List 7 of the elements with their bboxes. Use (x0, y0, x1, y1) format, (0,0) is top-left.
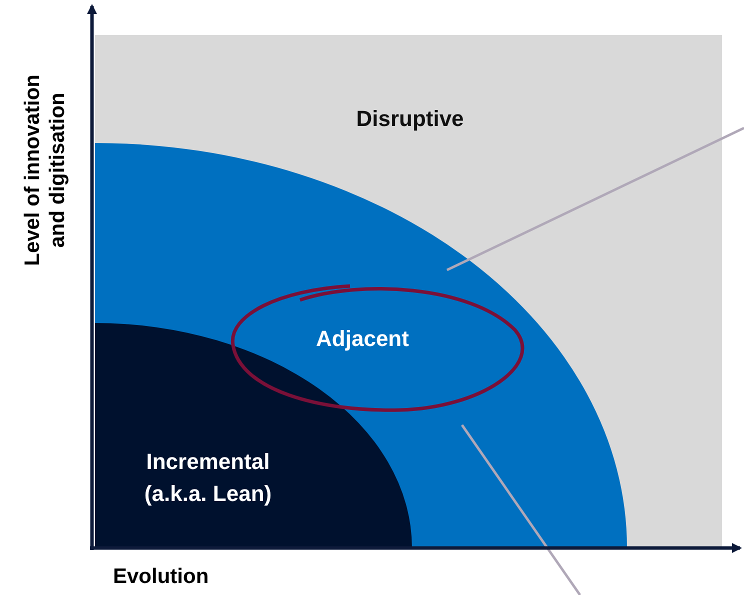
leader-line (460, 424, 582, 595)
region-label: Adjacent (315, 325, 410, 353)
region-label: Disruptive (355, 105, 465, 133)
axis-label: Evolution (113, 565, 209, 589)
region-label: Incremental (a.k.a. Lean) (143, 448, 273, 508)
axis-label: Level of innovation and digitisation (20, 74, 70, 268)
leader-line (446, 126, 744, 272)
